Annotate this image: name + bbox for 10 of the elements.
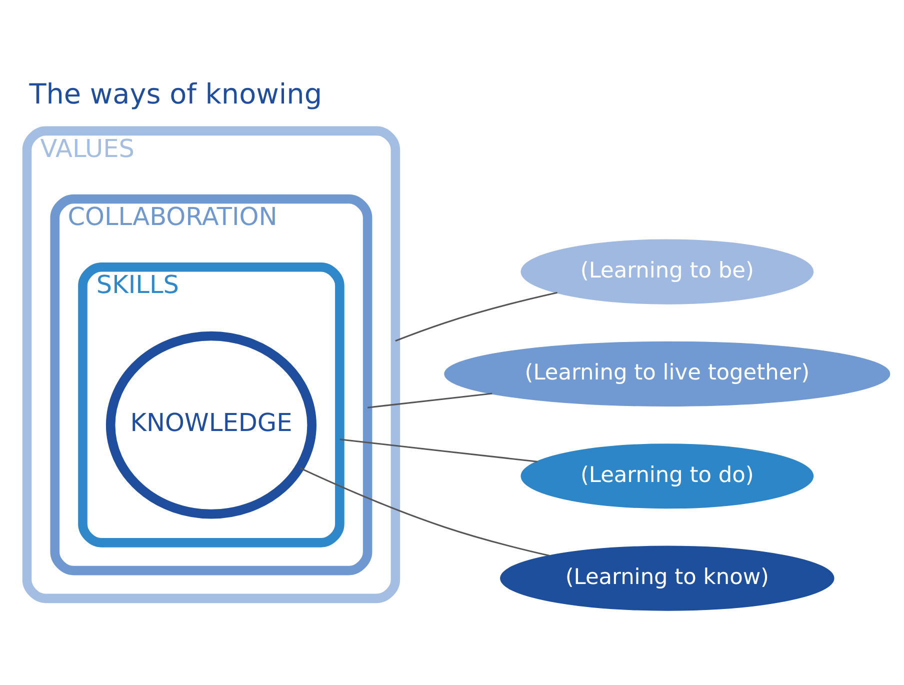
diagram-title: The ways of knowing <box>29 77 322 110</box>
node-ellipse: KNOWLEDGE <box>106 330 316 518</box>
node-ellipse: (Learning to do) <box>520 443 814 508</box>
connector <box>395 291 558 342</box>
connector <box>367 392 492 408</box>
node-ellipse: (Learning to be) <box>520 238 814 304</box>
node-ellipse: (Learning to live together) <box>444 340 890 406</box>
connector <box>300 466 550 556</box>
connector <box>340 438 538 462</box>
node-ellipse: (Learning to know) <box>500 545 834 610</box>
